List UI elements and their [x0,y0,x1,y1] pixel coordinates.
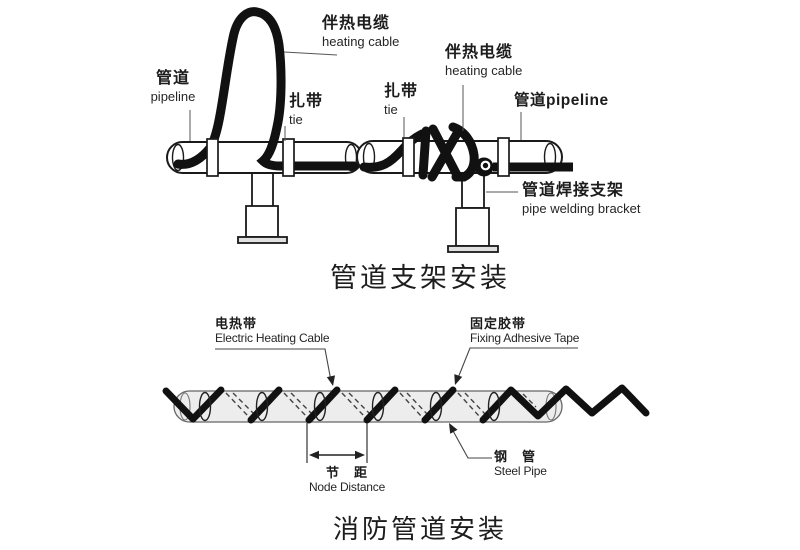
label-pipeline-left-en: pipeline [150,88,196,104]
label-welding-bracket: 管道焊接支架 pipe welding bracket [522,182,641,216]
label-steel-pipe-zh: 钢 管 [494,449,537,464]
label-fixing-tape-en: Fixing Adhesive Tape [470,331,580,346]
label-heating-cable-right-zh: 伴热电缆 [445,44,514,61]
label-tie-right: 扎带 tie [384,83,418,117]
label-welding-bracket-zh: 管道焊接支架 [522,182,625,199]
bottom-section-title: 消防管道安装 [332,515,507,544]
label-tie-right-zh: 扎带 [384,83,419,100]
label-heating-cable-left-zh: 伴热电缆 [322,15,391,32]
label-heating-cable-left: 伴热电缆 heating cable [322,15,399,49]
heating-cable-loop [173,7,359,171]
pipe-welding-bracket [447,169,499,253]
label-node-distance: 节 距 Node Distance [301,465,393,494]
label-fixing-tape: 固定胶带 Fixing Adhesive Tape [470,316,579,345]
top-section-title: 管道支架安装 [330,263,510,293]
label-fixing-tape-zh: 固定胶带 [470,316,527,331]
label-pipeline-left: 管道 pipeline [138,70,208,104]
arrow-down-icon [326,375,336,386]
label-steel-pipe: 钢 管 Steel Pipe [494,449,547,478]
label-electric-heating-cable: 电热带 Electric Heating Cable [215,316,330,346]
leader-fixing-tape [457,347,578,379]
node-distance-dimension [306,423,368,463]
tie-band [402,137,415,177]
arrow-down-icon [454,374,463,385]
arrow-up-icon [449,423,458,434]
cable-coil-highlight [480,160,491,171]
arrow-left-icon [309,450,319,460]
heating-cable-wrap [359,122,573,182]
electric-heating-cable-spiral [162,384,650,424]
leader-lines-right [403,85,522,193]
cable-zigzag-tail [479,384,650,424]
label-heating-cable-left-en: heating cable [322,33,400,49]
tie-band [206,138,219,177]
bracket-base-plate [447,245,499,253]
label-electric-heating-cable-en: Electric Heating Cable [215,331,330,346]
label-tie-left-en: tie [289,111,303,127]
label-tie-left-zh: 扎带 [289,93,324,110]
leader-steel-pipe [451,428,492,459]
label-node-distance-en: Node Distance [308,480,386,495]
pipe-end-cap-left [171,143,185,172]
label-pipeline-right: 管道pipeline [514,92,609,109]
leader-electric-heating-cable [215,348,332,382]
label-heating-cable-right-en: heating cable [445,62,523,78]
bracket-stem [251,169,274,208]
cable-coil [474,157,494,177]
label-steel-pipe-en: Steel Pipe [494,464,547,479]
label-node-distance-zh: 节 距 [325,465,368,480]
leader-heating-cable [283,51,338,56]
label-heating-cable-right: 伴热电缆 heating cable [445,44,522,78]
label-tie-right-en: tie [384,101,398,117]
bracket-base-plate [237,236,288,244]
leader-lines-left [189,51,338,141]
bottom-leaders [215,347,578,459]
tie-band [282,138,295,177]
tie-band [497,137,510,177]
label-tie-left: 扎带 tie [289,93,323,127]
pipe-support-bracket [237,169,288,244]
right-pipe-diagram [356,85,573,253]
spiral-pipe-diagram [162,347,650,463]
fixing-tape-rings [198,391,501,422]
label-welding-bracket-en: pipe welding bracket [522,200,641,216]
bracket-block [455,207,490,247]
arrow-right-icon [355,450,365,460]
bracket-block [245,205,279,238]
label-pipeline-left-zh: 管道 [155,70,190,87]
label-electric-heating-cable-zh: 电热带 [215,316,258,331]
